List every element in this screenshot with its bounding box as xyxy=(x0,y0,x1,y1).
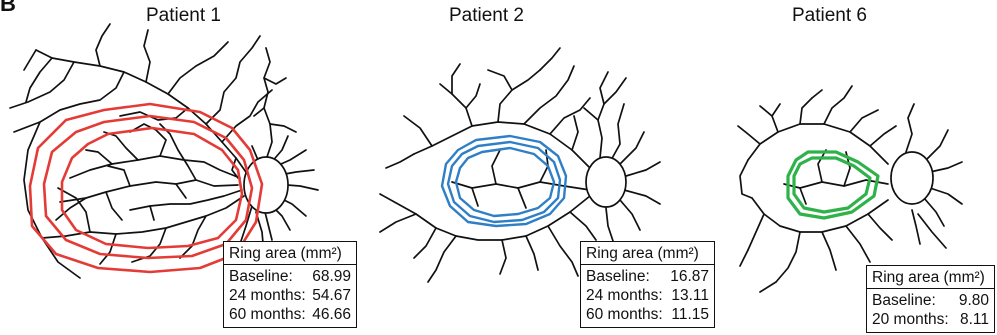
row-label: 60 months: xyxy=(229,305,306,324)
row-value: 46.66 xyxy=(312,305,351,324)
row-label: Baseline: xyxy=(586,267,650,286)
row-label: 60 months: xyxy=(586,305,663,324)
row-value: 9.80 xyxy=(959,291,989,310)
patient-1-vessel-tracing xyxy=(10,24,318,278)
table-row: 60 months: 11.15 xyxy=(586,305,709,324)
table-header: Ring area (mm²) xyxy=(867,268,994,289)
patient-6-optic-disc xyxy=(891,152,933,204)
patient-2-optic-disc xyxy=(586,157,626,207)
patient-1-ring-area-table: Ring area (mm²) Baseline: 68.99 24 months… xyxy=(223,241,357,328)
row-label: 20 months: xyxy=(872,310,949,329)
row-value: 11.15 xyxy=(671,305,709,324)
table-header: Ring area (mm²) xyxy=(581,244,714,265)
row-value: 68.99 xyxy=(312,267,351,286)
table-row: Baseline: 68.99 xyxy=(229,267,351,286)
row-label: Baseline: xyxy=(872,291,936,310)
table-row: 60 months: 46.66 xyxy=(229,305,351,324)
table-row: 20 months: 8.11 xyxy=(872,310,989,329)
patient-2-rings xyxy=(442,136,566,226)
row-label: 24 months: xyxy=(229,286,306,305)
patient-6-rings xyxy=(788,152,878,218)
table-row: 24 months: 13.11 xyxy=(586,286,709,305)
row-value: 16.87 xyxy=(670,267,709,286)
row-label: Baseline: xyxy=(229,267,293,286)
row-value: 54.67 xyxy=(312,286,351,305)
table-row: Baseline: 9.80 xyxy=(872,291,989,310)
row-value: 13.11 xyxy=(671,286,709,305)
table-header: Ring area (mm²) xyxy=(224,244,356,265)
table-row: Baseline: 16.87 xyxy=(586,267,709,286)
patient-6-ring-area-table: Ring area (mm²) Baseline: 9.80 20 months:… xyxy=(866,265,995,333)
row-value: 8.11 xyxy=(960,310,989,329)
row-label: 24 months: xyxy=(586,286,663,305)
table-row: 24 months: 54.67 xyxy=(229,286,351,305)
patient-2-ring-area-table: Ring area (mm²) Baseline: 16.87 24 months… xyxy=(580,241,715,328)
